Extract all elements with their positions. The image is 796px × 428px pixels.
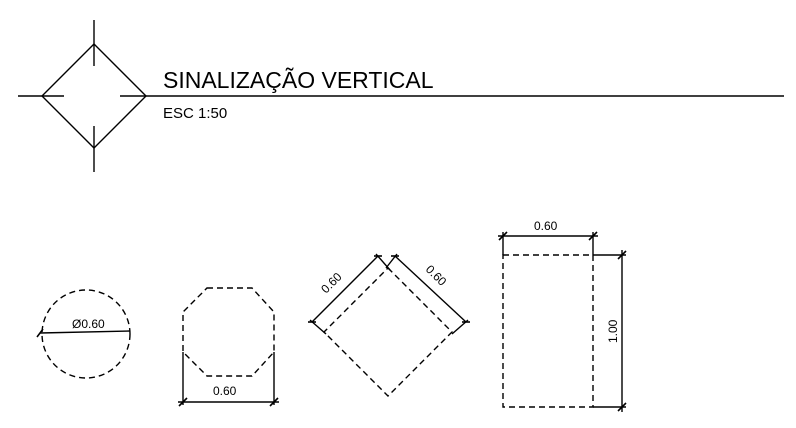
circle-outline bbox=[41, 289, 131, 379]
octagon-tick-left bbox=[178, 397, 188, 407]
rectangle-width-tick-right bbox=[588, 231, 598, 241]
octagon-tick-right bbox=[269, 397, 279, 407]
rectangle-height-tick-bottom bbox=[617, 402, 627, 412]
octagon-dimension-label: 0.60 bbox=[213, 384, 237, 398]
rectangle-width-tick-left bbox=[498, 231, 508, 241]
circle-diameter-tick-left bbox=[36, 328, 44, 338]
rectangle-height-label: 1.00 bbox=[606, 319, 620, 343]
circle-sign: Ø0.60 bbox=[36, 289, 131, 379]
rectangle-outline bbox=[502, 254, 594, 408]
page-title: SINALIZAÇÃO VERTICAL bbox=[163, 67, 434, 93]
title-symbol bbox=[18, 20, 147, 172]
circle-diameter-label: Ø0.60 bbox=[72, 317, 105, 331]
diamond-sign: 0.60 0.60 bbox=[308, 253, 470, 397]
octagon-outline bbox=[182, 287, 275, 377]
octagon-sign: 0.60 bbox=[178, 287, 279, 407]
diamond-dimension-left bbox=[311, 255, 379, 323]
rectangle-height-tick-top bbox=[617, 250, 627, 260]
diamond-outline bbox=[323, 267, 453, 397]
rectangle-width-label: 0.60 bbox=[534, 219, 558, 233]
rectangle-sign: 0.60 1.00 bbox=[498, 219, 627, 412]
diamond-dimension-label-left: 0.60 bbox=[318, 269, 345, 296]
circle-diameter-line bbox=[39, 330, 131, 334]
diamond-dimension-right bbox=[394, 255, 467, 323]
scale-label: ESC 1:50 bbox=[163, 105, 227, 122]
